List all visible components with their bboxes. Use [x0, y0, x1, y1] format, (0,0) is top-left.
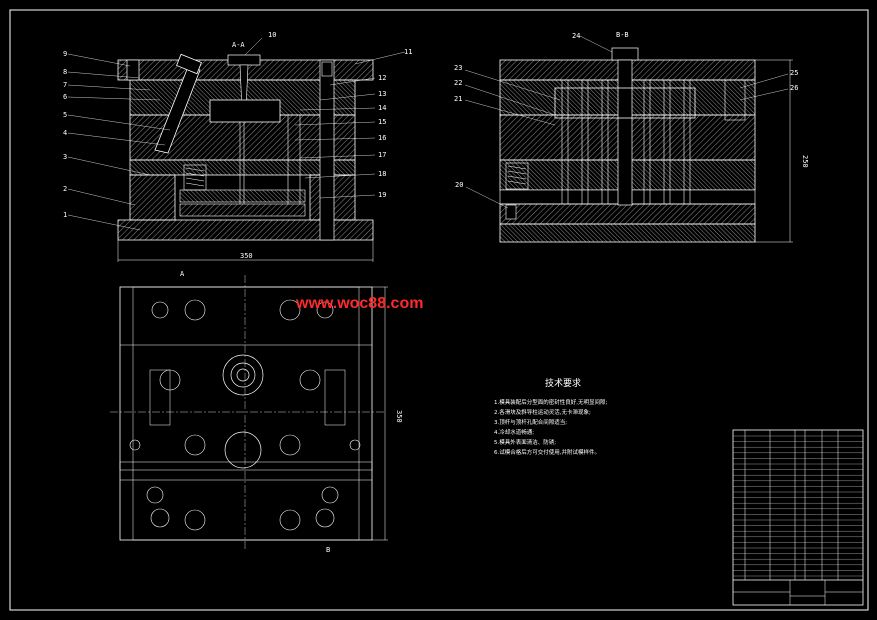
- callout-22: 22: [454, 79, 462, 87]
- callout-2: 2: [63, 185, 67, 193]
- tech-line-5: 5.模具外表面清洁、防锈;: [494, 438, 556, 446]
- callout-10: 10: [268, 31, 276, 39]
- callout-5: 5: [63, 111, 67, 119]
- side-section-view: 250: [499, 47, 809, 243]
- callout-7: 7: [63, 81, 67, 89]
- callout-11: 11: [404, 48, 412, 56]
- callout-26: 26: [790, 84, 798, 92]
- front-callouts-left: 9 8 7 6 5 4 3 2 1: [63, 50, 67, 219]
- callout-8: 8: [63, 68, 67, 76]
- tech-line-3: 3.顶杆与顶杆孔配合间隙适当;: [494, 418, 567, 426]
- side-callouts: 23 22 21 24 25 26 20 B-B: [454, 31, 798, 189]
- tech-requirements: 技术要求 1.模具装配后分型面的密封性良好,无明显间隙; 2.各滑块及斜导柱运动…: [494, 377, 607, 456]
- callout-3: 3: [63, 153, 67, 161]
- front-section-view: 350: [117, 53, 374, 262]
- tech-line-2: 2.各滑块及斜导柱运动灵活,无卡滞现象;: [494, 408, 591, 416]
- side-callout-leaders: [464, 35, 789, 209]
- plan-cut-a-label: A: [180, 270, 185, 278]
- callout-25: 25: [790, 69, 798, 77]
- callout-18: 18: [378, 170, 386, 178]
- callout-1: 1: [63, 211, 67, 219]
- watermark: www.woc88.com: [295, 295, 423, 312]
- plan-view: [110, 275, 388, 550]
- tech-line-1: 1.模具装配后分型面的密封性良好,无明显间隙;: [494, 398, 607, 406]
- callout-20: 20: [455, 181, 463, 189]
- callout-16: 16: [378, 134, 386, 142]
- bom-rows: [733, 435, 863, 577]
- front-callout-leaders-right: [294, 51, 406, 199]
- callout-14: 14: [378, 104, 386, 112]
- plan-cut-b-label: B: [326, 546, 330, 554]
- callout-21: 21: [454, 95, 462, 103]
- callout-24: 24: [572, 32, 580, 40]
- side-section-label: B-B: [616, 31, 629, 39]
- title-block: [733, 579, 863, 605]
- plan-dim-height: 350: [395, 410, 403, 423]
- callout-13: 13: [378, 90, 386, 98]
- callout-9: 9: [63, 50, 67, 58]
- callout-23: 23: [454, 64, 462, 72]
- drawing-border: [9, 9, 869, 611]
- front-callouts-right: 11 12 13 14 15 16 17 18 19: [378, 48, 412, 199]
- callout-12: 12: [378, 74, 386, 82]
- tech-title: 技术要求: [545, 377, 581, 389]
- tech-line-4: 4.冷却水道畅通;: [494, 428, 534, 436]
- tech-line-6: 6.试模合格后方可交付使用,并附试模样件。: [494, 448, 600, 456]
- side-dim-height: 250: [801, 155, 809, 168]
- callout-4: 4: [63, 129, 67, 137]
- front-dim-width: 350: [240, 252, 253, 260]
- callout-15: 15: [378, 118, 386, 126]
- front-section-label: A-A: [232, 41, 245, 49]
- bom-table: [732, 429, 864, 606]
- callout-17: 17: [378, 151, 386, 159]
- callout-19: 19: [378, 191, 386, 199]
- front-callout-leaders-left: [67, 53, 171, 231]
- callout-6: 6: [63, 93, 67, 101]
